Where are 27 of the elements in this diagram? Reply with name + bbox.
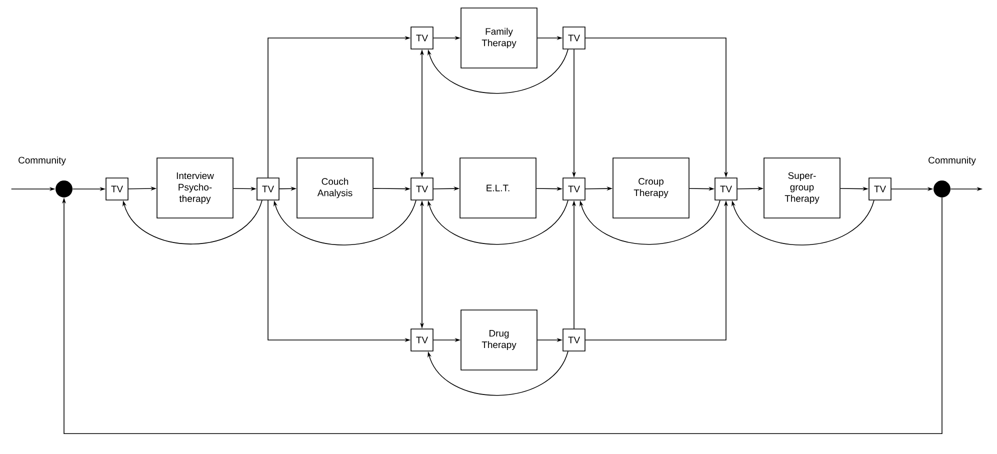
- tv-box: TV: [562, 26, 586, 50]
- tv-box: TV: [714, 178, 738, 200]
- therapy-box: E.L.T.: [460, 158, 536, 218]
- therapy-box: Super- group Therapy: [764, 158, 840, 218]
- tv-box: TV: [106, 178, 128, 200]
- curved-arrow: [428, 200, 568, 245]
- curved-arrow: [732, 200, 874, 246]
- community-label: Community: [18, 156, 66, 166]
- curved-arrow: [428, 351, 568, 396]
- curved-arrow: [580, 200, 720, 245]
- tv-box: TV: [256, 178, 280, 200]
- tv-box: TV: [410, 328, 434, 352]
- curved-arrow: [122, 200, 262, 244]
- therapy-box: Family Therapy: [460, 8, 538, 68]
- tv-box: TV: [868, 178, 892, 200]
- therapy-box: Drug Therapy: [460, 310, 538, 370]
- curved-arrow: [428, 49, 568, 94]
- tv-box: TV: [410, 178, 434, 200]
- therapy-box: Interview Psycho- therapy: [156, 158, 234, 218]
- tv-box: TV: [410, 26, 434, 50]
- tv-box: TV: [562, 178, 586, 200]
- arrow: [62, 197, 942, 434]
- curved-arrow: [274, 200, 416, 246]
- therapy-box: Croup Therapy: [612, 158, 690, 218]
- tv-box: TV: [562, 328, 586, 352]
- community-label: Community: [928, 156, 976, 166]
- therapy-box: Couch Analysis: [296, 158, 374, 218]
